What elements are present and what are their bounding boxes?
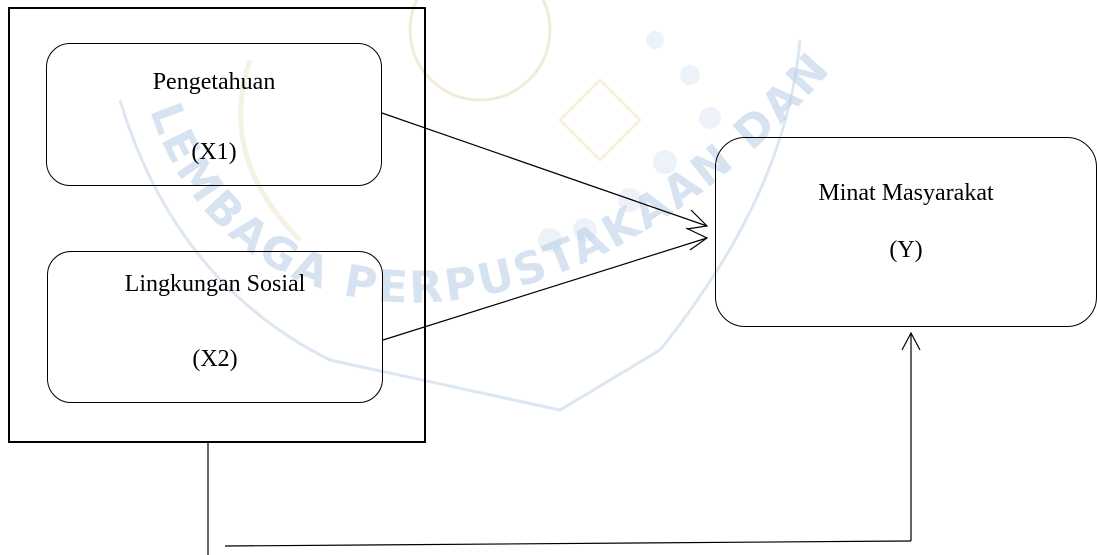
variable-box-x2: Lingkungan Sosial (X2) xyxy=(47,251,383,403)
variable-y-name: Minat Masyarakat xyxy=(818,180,994,206)
variable-x2-code: (X2) xyxy=(192,346,238,372)
arrow-x2-to-y xyxy=(382,237,708,341)
variable-x2-name: Lingkungan Sosial xyxy=(124,271,306,297)
arrowhead-x2-to-y xyxy=(685,227,709,251)
connector-bottom xyxy=(224,540,912,547)
variable-x1-code: (X1) xyxy=(191,139,237,165)
variable-box-y: Minat Masyarakat (Y) xyxy=(715,137,1097,327)
arrow-x1-to-y xyxy=(381,112,708,227)
variable-y-code: (Y) xyxy=(889,237,923,263)
arrowhead-simultaneous-to-y xyxy=(901,331,921,351)
variable-x1-name: Pengetahuan xyxy=(152,69,276,95)
variable-box-x1: Pengetahuan (X1) xyxy=(46,43,382,186)
arrowhead-x1-to-y xyxy=(686,209,709,230)
